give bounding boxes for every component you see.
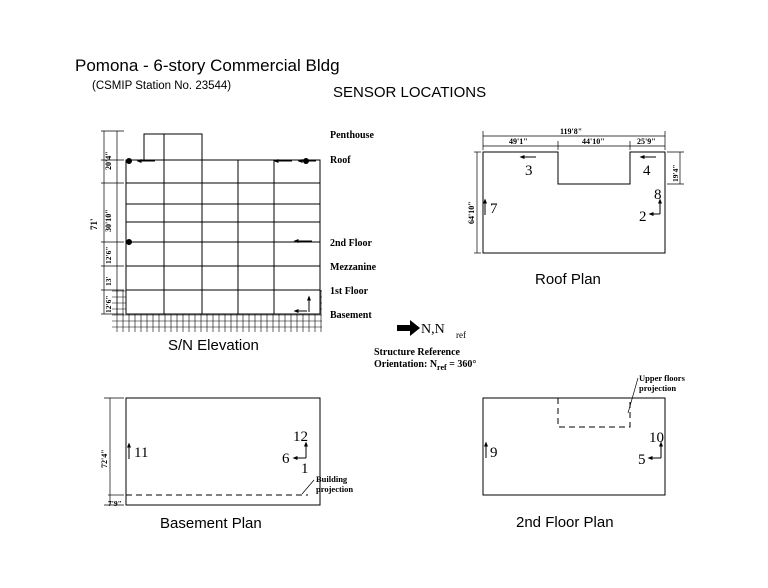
north-symbol: N,N [421, 322, 445, 337]
orientation-legend: N,N ref Structure Reference Orientation:… [374, 320, 476, 372]
dim-mid-segment: 30'10" [104, 209, 113, 232]
second-floor-plan-caption: 2nd Floor Plan [516, 514, 614, 531]
elevation-caption: S/N Elevation [168, 337, 259, 354]
floor-label-roof: Roof [330, 155, 351, 166]
dim-roof-right: 25'9" [637, 137, 656, 146]
sensor-8-label: 8 [654, 187, 662, 203]
sensor-12-label: 12 [293, 429, 308, 445]
sensor-9-label: 9 [490, 445, 498, 461]
upper-projection-leader [627, 377, 639, 414]
north-arrow-icon [397, 320, 420, 336]
sensor-3-label: 3 [525, 163, 533, 179]
penthouse-outline [143, 133, 203, 161]
second-floor-outline [482, 397, 666, 496]
building-outline [125, 159, 321, 315]
dim-second-segment: 12'6" [104, 247, 113, 265]
roof-outline [482, 151, 666, 254]
floor-label-mezzanine: Mezzanine [330, 262, 377, 273]
station-number: (CSMIP Station No. 23544) [92, 80, 231, 92]
sensor-4-label: 4 [643, 163, 651, 179]
sensor-locations-heading: SENSOR LOCATIONS [333, 84, 486, 101]
sensor-11-label: 11 [134, 445, 148, 461]
elevation-sensor-dot [126, 158, 132, 164]
dim-basement-offset: 7'9" [108, 499, 122, 508]
page-title: Pomona - 6-story Commercial Bldg [75, 56, 340, 75]
dim-roof-segment: 20'4" [104, 151, 113, 170]
dim-roof-middle: 44'10" [582, 137, 605, 146]
dim-mezz-segment: 13' [104, 276, 113, 286]
basement-void [126, 290, 320, 314]
dim-first-segment: 12'6" [104, 296, 113, 314]
basement-plan-caption: Basement Plan [160, 515, 262, 532]
elevation-sensor-dot [126, 239, 132, 245]
second-floor-plan: Upper floors projection 9 10 5 2nd Floor… [482, 373, 686, 531]
upper-projection-label-1: Upper floors [639, 373, 686, 383]
dim-roof-depth: 64'10" [467, 201, 476, 224]
orientation-line1: Structure Reference [374, 347, 461, 358]
north-symbol-sub: ref [456, 330, 466, 340]
basement-outline [125, 397, 321, 506]
roof-plan-caption: Roof Plan [535, 271, 601, 288]
basement-plan: 72'4" 7'9" Building projection 11 12 6 1… [100, 397, 353, 532]
roof-plan: 119'8" 49'1" 44'10" 25'9" 64'10" 19'4" 3… [467, 127, 684, 288]
dim-roof-overall: 119'8" [560, 127, 582, 136]
orientation-line2: Orientation: Nref = 360° [374, 359, 476, 372]
dim-roof-left: 49'1" [509, 137, 528, 146]
projection-label-2: projection [316, 484, 353, 494]
floor-label-penthouse: Penthouse [330, 130, 374, 141]
upper-floors-projection-line [557, 398, 631, 428]
elevation-view: 71' 20'4" 30'10" 12'6" 13' 12'6" Penthou… [89, 130, 377, 354]
sensor-1-label: 1 [301, 461, 309, 477]
sensor-2-label: 2 [639, 209, 647, 225]
dim-basement-depth: 72'4" [100, 449, 109, 468]
upper-projection-label-2: projection [639, 383, 676, 393]
projection-leader [301, 479, 315, 495]
sensor-6-label: 6 [282, 451, 290, 467]
floor-label-1st: 1st Floor [330, 286, 369, 297]
sensor-7-label: 7 [490, 201, 498, 217]
dim-roof-notch: 19'4" [671, 165, 680, 183]
sensor-5-label: 5 [638, 452, 646, 468]
sensor-10-label: 10 [649, 430, 664, 446]
floor-label-basement: Basement [330, 310, 372, 321]
floor-label-2nd: 2nd Floor [330, 238, 373, 249]
projection-label-1: Building [316, 474, 348, 484]
dim-total-height: 71' [89, 218, 99, 230]
